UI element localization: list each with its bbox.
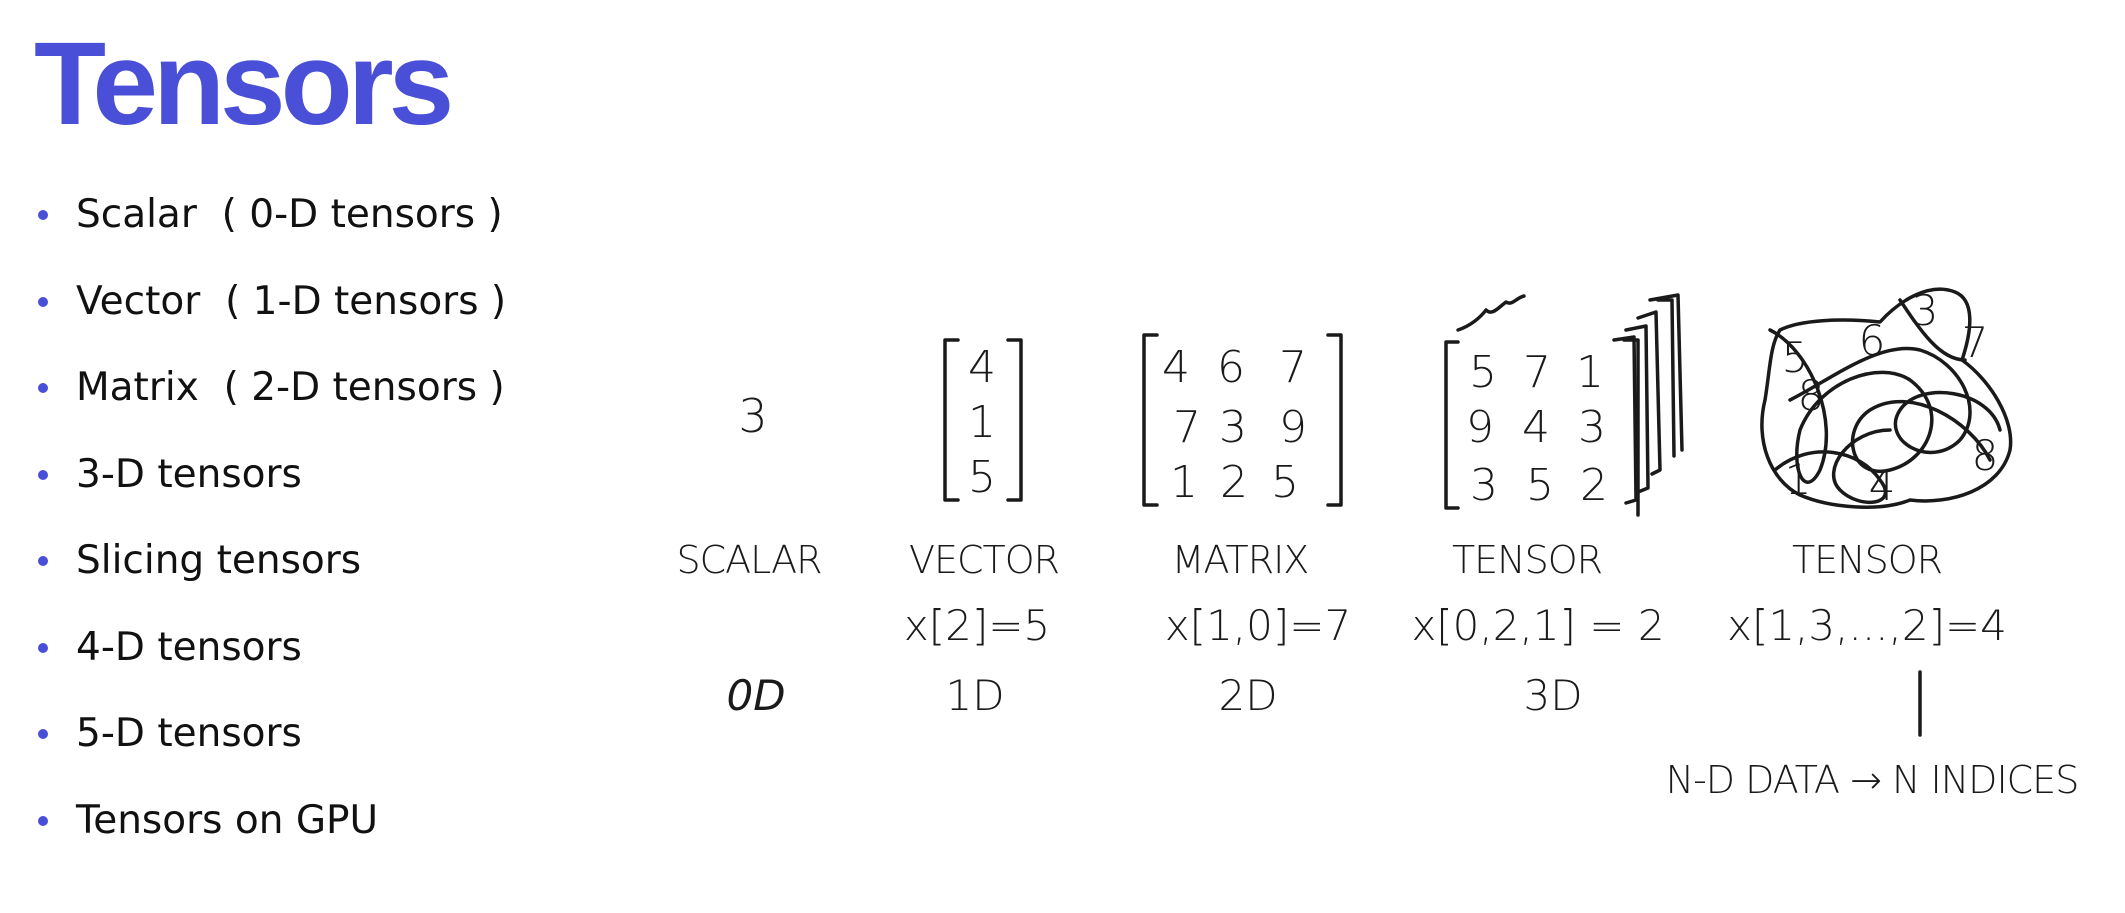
vector-cell: 5 xyxy=(968,452,996,503)
tensor3d-cell: 7 xyxy=(1523,347,1551,398)
topic-label: Matrix ( 2-D tensors ) xyxy=(76,365,505,410)
topic-label: Vector ( 1-D tensors ) xyxy=(76,278,507,324)
topic-label: 3-D tensors xyxy=(76,451,302,497)
tensorNd-scribble-number: 8 xyxy=(1798,371,1825,420)
matrix-cell: 5 xyxy=(1271,457,1299,508)
bullet-dot xyxy=(38,729,48,739)
tensor3d-right-bracket xyxy=(1622,338,1640,517)
topic-item-3d-tensors: 3-D tensors xyxy=(38,444,506,531)
matrix-left-bracket xyxy=(1142,333,1159,507)
tensorNd-scribble-number: 1 xyxy=(1785,455,1812,504)
scalar-dim: 0D xyxy=(726,671,785,720)
topic-list: Scalar ( 0-D tensors ) Vector ( 1-D tens… xyxy=(38,184,506,876)
matrix-cell: 4 xyxy=(1162,342,1190,393)
topic-item-gpu: Tensors on GPU xyxy=(38,790,506,877)
topic-item-5d-tensors: 5-D tensors xyxy=(38,703,506,790)
bullet-dot xyxy=(38,469,48,480)
matrix-cell: 3 xyxy=(1219,402,1247,453)
topic-label: Scalar ( 0-D tensors ) xyxy=(76,192,503,237)
tensorNd-scribble-number: 8 xyxy=(1972,431,1999,480)
bullet-dot xyxy=(38,642,48,653)
tensor3d-group: 5 7 1 9 4 3 3 5 2 TENSOR x[0,2,1] = 2 3D xyxy=(1411,293,1684,720)
vector-right-bracket xyxy=(1006,338,1023,502)
topic-item-matrix: Matrix ( 2-D tensors ) xyxy=(38,357,506,444)
tensor3d-cell: 5 xyxy=(1469,347,1497,398)
matrix-cell: 7 xyxy=(1279,342,1307,393)
bullet-dot xyxy=(38,383,48,393)
topic-label: Tensors on GPU xyxy=(76,797,379,843)
bullet-dot xyxy=(38,815,48,826)
vector-label: VECTOR xyxy=(909,538,1059,582)
tensorNd-scribble-number: 4 xyxy=(1869,461,1896,510)
tensorNd-scribble-number: 5 xyxy=(1782,333,1809,382)
tensorNd-label: TENSOR xyxy=(1792,538,1942,582)
tensor3d-cell: 3 xyxy=(1470,460,1498,511)
tensorNd-scribble xyxy=(1768,328,1992,484)
vector-left-bracket xyxy=(943,338,960,502)
topic-item-scalar: Scalar ( 0-D tensors ) xyxy=(38,184,506,271)
matrix-index-example: x[1,0]=7 xyxy=(1165,601,1351,650)
matrix-right-bracket xyxy=(1326,333,1343,507)
tensorNd-index-example: x[1,3,...,2]=4 xyxy=(1727,601,2007,650)
matrix-cell: 2 xyxy=(1220,457,1248,508)
tensorNd-note: N-D DATA → N INDICES xyxy=(1666,758,2079,802)
tensor3d-label: TENSOR xyxy=(1452,538,1602,582)
bullet-dot xyxy=(38,296,48,307)
tensor3d-cell: 4 xyxy=(1522,402,1550,453)
tensorNd-outline xyxy=(1760,287,2013,509)
tensorNd-group: 5 6 8 3 7 4 8 1 TENSOR x[1,3,...,2]=4 N-… xyxy=(1666,286,2080,802)
matrix-group: 4 6 7 7 3 9 1 2 5 MATRIX x[1,0]=7 2D xyxy=(1142,333,1351,720)
tensorNd-scribble-number: 7 xyxy=(1962,318,1989,367)
tensor3d-left-bracket xyxy=(1444,340,1460,510)
matrix-dim: 2D xyxy=(1218,671,1277,720)
tensorNd-scribble-number: 6 xyxy=(1859,316,1886,365)
matrix-cell: 7 xyxy=(1173,402,1201,453)
matrix-cell: 9 xyxy=(1279,402,1307,453)
matrix-label: MATRIX xyxy=(1172,538,1309,582)
topic-item-slicing: Slicing tensors xyxy=(38,530,506,617)
topic-item-4d-tensors: 4-D tensors xyxy=(38,617,506,704)
vector-index-example: x[2]=5 xyxy=(904,601,1050,650)
tensor3d-cell: 9 xyxy=(1466,402,1494,453)
vector-dim: 1D xyxy=(945,671,1004,720)
scalar-group: 3 SCALAR 0D xyxy=(676,389,822,720)
topic-item-vector: Vector ( 1-D tensors ) xyxy=(38,271,506,358)
scalar-value: 3 xyxy=(738,389,767,443)
bullet-dot xyxy=(38,210,48,220)
page-title: Tensors xyxy=(34,18,454,150)
tensor3d-cell: 2 xyxy=(1580,460,1608,511)
scalar-label: SCALAR xyxy=(676,538,821,582)
bullet-dot xyxy=(38,556,48,566)
topic-label: 4-D tensors xyxy=(76,624,302,670)
topic-label: 5-D tensors xyxy=(76,711,302,756)
tensor3d-dim: 3D xyxy=(1523,671,1582,720)
tensorNd-scribble-number: 3 xyxy=(1912,286,1939,335)
tensor3d-squiggle xyxy=(1456,294,1526,332)
vector-group: 4 1 5 VECTOR x[2]=5 1D xyxy=(904,338,1060,720)
tensor3d-back-layer xyxy=(1636,310,1662,476)
vector-cell: 4 xyxy=(968,342,996,393)
tensor3d-cell: 1 xyxy=(1576,347,1604,398)
matrix-cell: 6 xyxy=(1217,342,1245,393)
tensor3d-cell: 3 xyxy=(1578,402,1606,453)
tensor3d-cell: 5 xyxy=(1526,460,1554,511)
vector-cell: 1 xyxy=(968,397,996,448)
tensor3d-index-example: x[0,2,1] = 2 xyxy=(1411,601,1664,650)
matrix-cell: 1 xyxy=(1170,457,1198,508)
topic-label: Slicing tensors xyxy=(76,538,362,583)
